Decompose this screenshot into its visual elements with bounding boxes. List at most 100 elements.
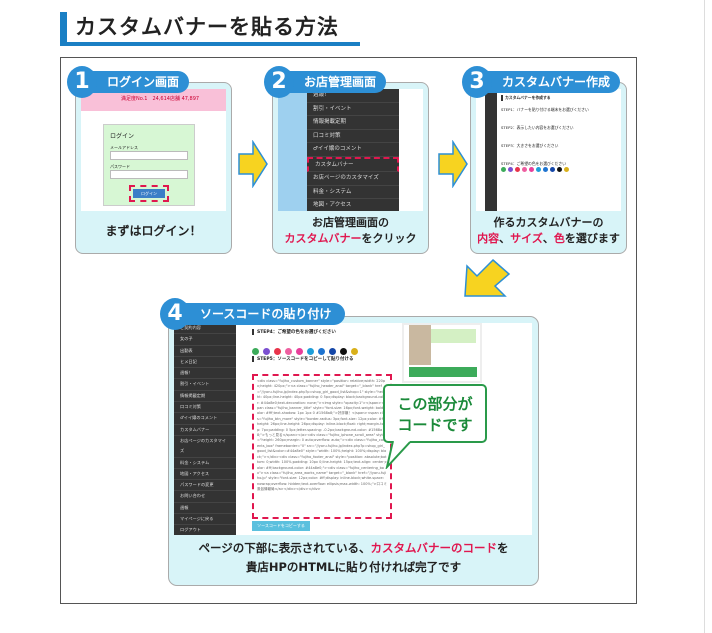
caption-text: 、 (499, 232, 511, 245)
sidebar-menu-item[interactable]: パスワードの変更 (174, 480, 236, 492)
color-swatch[interactable] (522, 167, 527, 172)
step4-panel: ご契約内容女の子出勤表ヒメ日記週報！割引・イベント情報掲載定期口コミ対策♂イイ嬢… (168, 316, 539, 586)
callout-text: コードです (397, 416, 473, 434)
step4-caption: ページの下部に表示されている、カスタムバナーのコードを貴店HPのHTMLに貼り付… (169, 539, 538, 577)
color-swatch[interactable] (529, 167, 534, 172)
step3-badge: カスタムバナー作成 (468, 71, 621, 93)
color-swatches (501, 167, 619, 174)
callout-text: この部分が (397, 395, 473, 413)
color-swatch[interactable] (536, 167, 541, 172)
step3-number: 3 (462, 66, 492, 98)
page-title: カスタムバナーを貼る方法 (60, 12, 360, 46)
create-heading: カスタムバナーを作成する (501, 95, 619, 101)
color-swatch[interactable] (329, 348, 336, 355)
color-swatch[interactable] (515, 167, 520, 172)
code-callout: この部分がコードです (383, 384, 487, 443)
step4-number: 4 (160, 298, 190, 330)
menu-item[interactable]: お店ページのカスタマイズ (307, 172, 399, 186)
color-swatch[interactable] (508, 167, 513, 172)
admin-menu: 週報！ 割引・イベント 情報掲載定期 口コミ対策 ♂イイ嬢のコメント カスタムバ… (307, 89, 399, 211)
caption-text: を (496, 541, 509, 555)
sidebar-menu-item[interactable]: ヒメ日記 (174, 357, 236, 369)
password-field[interactable] (110, 170, 188, 179)
caption-text: をクリック (361, 232, 417, 245)
sidebar-menu-item[interactable]: 週報 (174, 503, 236, 515)
callout-tail (385, 441, 412, 469)
sidebar-menu-item[interactable]: 出勤表 (174, 346, 236, 357)
color-swatch[interactable] (274, 348, 281, 355)
sidebar-menu-item[interactable]: お店ページのカスタマイズ (174, 436, 236, 458)
color-swatch[interactable] (564, 167, 569, 172)
step3-panel: カスタムバナーを作成する STEP1：バナーを貼り付ける端末をお選びください S… (470, 82, 627, 254)
login-screenshot: 満足度No.1 24,614店舗 47,897 ログイン メールアドレス パスワ… (81, 89, 226, 211)
banner-preview (402, 323, 482, 383)
color-swatch[interactable] (340, 348, 347, 355)
sidebar-menu-item[interactable]: ♂イイ嬢のコメント (174, 413, 236, 425)
step4-label: STEP4：ご希望の色をお選びください (501, 161, 566, 166)
color-swatch[interactable] (550, 167, 555, 172)
step2-number: 2 (264, 66, 294, 98)
step2-panel: 週報！ 割引・イベント 情報掲載定期 口コミ対策 ♂イイ嬢のコメント カスタムバ… (272, 82, 429, 254)
menu-item[interactable]: 割引・イベント (307, 103, 399, 116)
step2-label: STEP2：表示したい内容をお選びください (501, 125, 574, 130)
color-swatch[interactable] (263, 348, 270, 355)
step2-caption: お店管理画面のカスタムバナーをクリック (273, 215, 428, 247)
step1-number: 1 (67, 66, 97, 98)
caption-highlight: 色 (553, 232, 565, 245)
step4-badge: ソースコードの貼り付け (166, 303, 346, 325)
color-swatch[interactable] (296, 348, 303, 355)
sidebar-menu: ご契約内容女の子出勤表ヒメ日記週報！割引・イベント情報掲載定期口コミ対策♂イイ嬢… (174, 323, 236, 535)
sidebar-menu-item[interactable]: 口コミ対策 (174, 402, 236, 414)
page-edge-line (704, 0, 705, 633)
step3-caption: 作るカスタムバナーの内容、サイズ、色を選びます (471, 215, 626, 247)
step1-panel: 満足度No.1 24,614店舗 47,897 ログイン メールアドレス パスワ… (75, 82, 232, 254)
menu-item[interactable]: 週報！ (307, 89, 399, 103)
sidebar-menu-item[interactable]: お問い合わせ (174, 491, 236, 503)
login-heading: ログイン (110, 133, 135, 140)
login-button[interactable]: ログイン (133, 189, 165, 198)
caption-text: お店管理画面の (312, 216, 389, 229)
color-swatch[interactable] (285, 348, 292, 355)
color-swatch[interactable] (351, 348, 358, 355)
email-field[interactable] (110, 151, 188, 160)
color-swatch[interactable] (252, 348, 259, 355)
step2-badge: お店管理画面 (270, 71, 387, 93)
sidebar-menu-item[interactable]: マイページに戻る (174, 514, 236, 526)
sidebar-menu-item[interactable]: カスタムバナー (174, 425, 236, 436)
right-arrow-icon (238, 140, 268, 188)
menu-item[interactable]: 料金・システム (307, 186, 399, 199)
admin-screenshot: 週報！ 割引・イベント 情報掲載定期 口コミ対策 ♂イイ嬢のコメント カスタムバ… (278, 89, 423, 211)
caption-text: を選びます (564, 232, 620, 245)
sidebar-menu-item[interactable]: 割引・イベント (174, 379, 236, 391)
step1-caption: まずはログイン！ (105, 224, 202, 238)
sidebar-menu-item[interactable]: 地図・アクセス (174, 469, 236, 481)
login-form: ログイン メールアドレス パスワード ログイン (103, 124, 195, 206)
sidebar-menu-item[interactable]: ご契約内容 (174, 323, 236, 335)
menu-item[interactable]: 口コミ対策 (307, 130, 399, 143)
instruction-frame (60, 57, 637, 604)
create-screenshot: カスタムバナーを作成する STEP1：バナーを貼り付ける端末をお選びください S… (476, 89, 621, 211)
menu-item[interactable]: 地図・アクセス (307, 199, 399, 211)
caption-highlight: カスタムバナーのコード (370, 541, 497, 555)
down-left-arrow-icon (464, 258, 511, 297)
copy-code-button[interactable]: ソースコードをコピーする (252, 521, 310, 531)
color-swatch[interactable] (543, 167, 548, 172)
color-swatch[interactable] (557, 167, 562, 172)
right-arrow-icon (438, 140, 468, 188)
color-swatch[interactable] (318, 348, 325, 355)
menu-item-custom-banner[interactable]: カスタムバナー (307, 156, 399, 172)
caption-text: 作るカスタムバナーの (493, 216, 604, 229)
menu-item[interactable]: 情報掲載定期 (307, 116, 399, 130)
sidebar-menu-item[interactable]: 週報！ (174, 368, 236, 380)
step1-label: STEP1：バナーを貼り付ける端末をお選びください (501, 107, 589, 112)
source-code-box[interactable]: <div class="fujiho_custom_banner" style=… (252, 374, 392, 519)
password-label: パスワード (110, 164, 130, 169)
sidebar-menu-item[interactable]: ログアウト (174, 525, 236, 535)
sidebar-menu-item[interactable]: 女の子 (174, 334, 236, 346)
sidebar-menu-item[interactable]: 料金・システム (174, 458, 236, 469)
step4-label: STEP4：ご希望の色をお選びください (252, 329, 336, 335)
sidebar-menu-item[interactable]: 情報掲載定期 (174, 391, 236, 403)
color-swatch[interactable] (501, 167, 506, 172)
color-swatch[interactable] (307, 348, 314, 355)
menu-item[interactable]: ♂イイ嬢のコメント (307, 143, 399, 157)
